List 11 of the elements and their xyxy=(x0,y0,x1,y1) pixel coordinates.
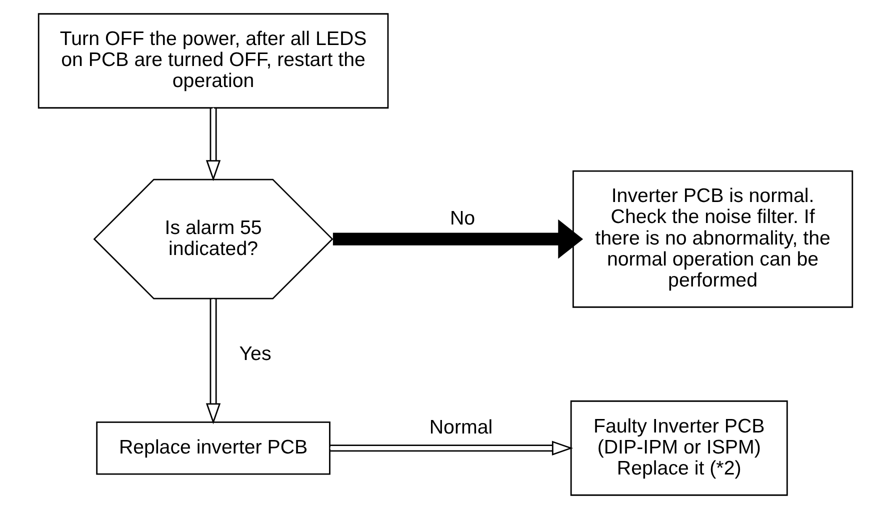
node-box: Faulty Inverter PCB (DIP-IPM or ISPM) Replace it (*2) xyxy=(570,400,788,496)
node-box: Inverter PCB is normal. Check the noise filter. If there is no abnormality, the normal operation can be performed xyxy=(572,170,854,308)
arrow xyxy=(330,440,574,456)
edge-label: Yes xyxy=(239,343,272,366)
arrow xyxy=(206,299,221,424)
node-box: Turn OFF the power, after all LEDS on PCB are turned OFF, restart the operation xyxy=(38,13,389,109)
arrow xyxy=(206,108,221,182)
node-box: Replace inverter PCB xyxy=(96,421,330,475)
arrow xyxy=(332,219,584,259)
edge-label: No xyxy=(450,208,476,230)
edge-label: Normal xyxy=(429,416,493,439)
